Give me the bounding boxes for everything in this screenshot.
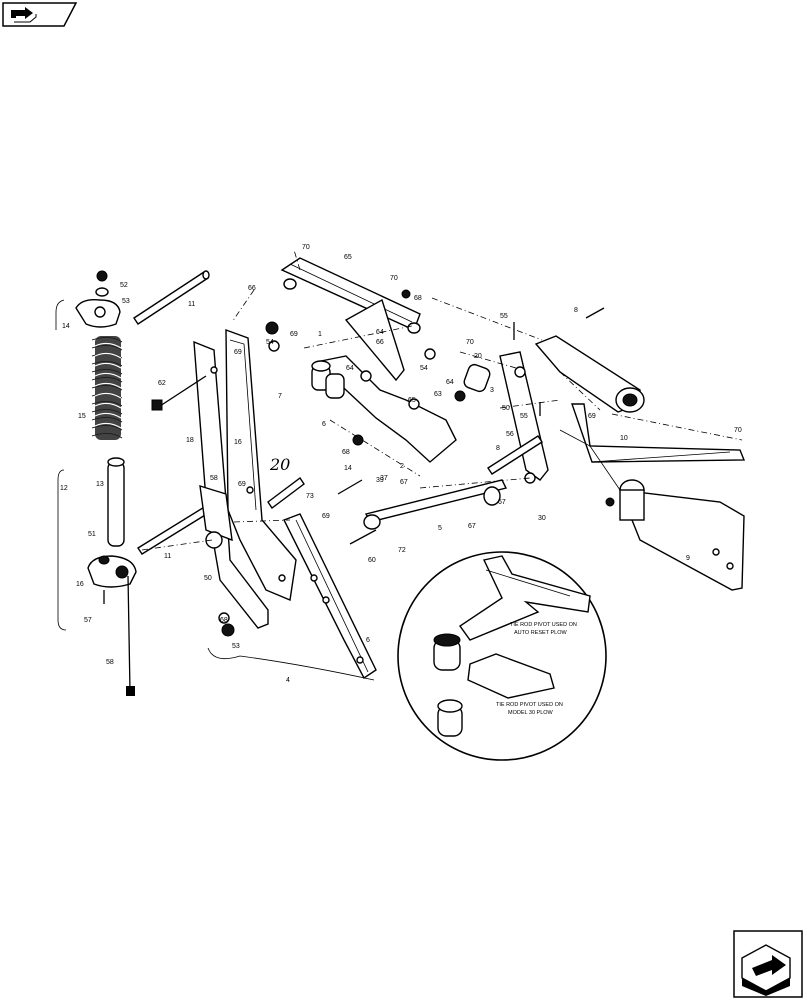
callout: 11 — [164, 553, 171, 560]
callout: 65 — [344, 254, 352, 261]
callout: 3 — [490, 387, 494, 394]
callout: 69 — [234, 349, 242, 356]
callout: 18 — [186, 437, 194, 444]
callout: 60 — [368, 557, 376, 564]
callout: 10 — [620, 435, 628, 442]
callout: 69 — [322, 513, 330, 520]
callout: 13 — [96, 481, 104, 488]
callout: 73 — [306, 493, 314, 500]
callout: 70 — [466, 339, 474, 346]
callout: 52 — [120, 282, 128, 289]
callout: 50 — [204, 575, 212, 582]
support-plate — [207, 513, 377, 681]
callout: 63 — [434, 391, 442, 398]
callout: 62 — [158, 380, 166, 387]
pivot-rods — [133, 270, 305, 555]
callout: 57 — [84, 617, 92, 624]
callout: 54 — [420, 365, 428, 372]
spring-assembly — [55, 270, 137, 696]
callout: 55 — [520, 413, 528, 420]
callout: 65 — [408, 397, 416, 404]
tie-rod — [363, 363, 543, 530]
callout: 64 — [376, 329, 384, 336]
side-plates — [193, 328, 297, 629]
callout: 20 — [474, 353, 482, 360]
top-linkage-bar — [280, 257, 457, 463]
callout: 12 — [60, 485, 68, 492]
callout: 54 — [266, 339, 274, 346]
callout: 64 — [446, 379, 454, 386]
callout: 58 — [106, 659, 114, 666]
callout: 69 — [588, 413, 596, 420]
note-line: AUTO RESET PLOW — [514, 630, 567, 636]
callout: 56 — [506, 431, 514, 438]
callout: 51 — [88, 531, 96, 538]
callout: 2 — [400, 463, 404, 470]
assembly-lines — [141, 249, 743, 551]
callout: 67 — [400, 479, 408, 486]
callout: 30 — [538, 515, 546, 522]
callout: 68 — [414, 295, 422, 302]
callout: 67 — [498, 499, 506, 506]
note-line: TIE ROD PIVOT USED ON — [510, 622, 577, 628]
callout: 11 — [188, 301, 195, 308]
callout: 67 — [468, 523, 476, 530]
callout: 69 — [290, 331, 298, 338]
callout: 66 — [376, 339, 384, 346]
callout: 39 — [376, 477, 384, 484]
handwritten-note: 20 — [269, 455, 290, 474]
callout: 37 — [380, 475, 388, 482]
callout: 72 — [398, 547, 406, 554]
callout: 55 — [500, 313, 508, 320]
callout: 70 — [734, 427, 742, 434]
callout: 1 — [318, 331, 322, 338]
callout: 69 — [238, 481, 246, 488]
next-page-icon[interactable] — [733, 930, 803, 998]
callout: 14 — [344, 465, 352, 472]
callout: 50 — [502, 405, 510, 412]
note-line: MODEL 30 PLOW — [508, 710, 554, 716]
callout: 7 — [278, 393, 282, 400]
back-arrow-icon[interactable] — [2, 2, 78, 27]
callout: 68 — [220, 617, 228, 624]
callout: 68 — [342, 449, 350, 456]
callout: 70 — [302, 244, 310, 251]
callout: 53 — [122, 298, 130, 305]
callout: 70 — [390, 275, 398, 282]
note-line: TIE ROD PIVOT USED ON — [496, 702, 563, 708]
callout: 15 — [78, 413, 86, 420]
callout: 58 — [210, 475, 218, 482]
callout: 6 — [322, 421, 326, 428]
callout: 5 — [438, 525, 442, 532]
callout: 14 — [62, 323, 70, 330]
detail-inset: TIE ROD PIVOT USED ON AUTO RESET PLOW TI… — [397, 551, 607, 761]
callout: 16 — [234, 439, 242, 446]
callout: 64 — [346, 365, 354, 372]
callout: 53 — [232, 643, 240, 650]
callout: 9 — [686, 555, 690, 562]
callout: 8 — [496, 445, 500, 452]
callout: 16 — [76, 581, 84, 588]
fasteners — [151, 289, 615, 637]
callout: 4 — [286, 677, 290, 684]
callout: 6 — [366, 637, 370, 644]
right-frame — [499, 335, 746, 591]
callout: 66 — [248, 285, 256, 292]
callout: 8 — [574, 307, 578, 314]
